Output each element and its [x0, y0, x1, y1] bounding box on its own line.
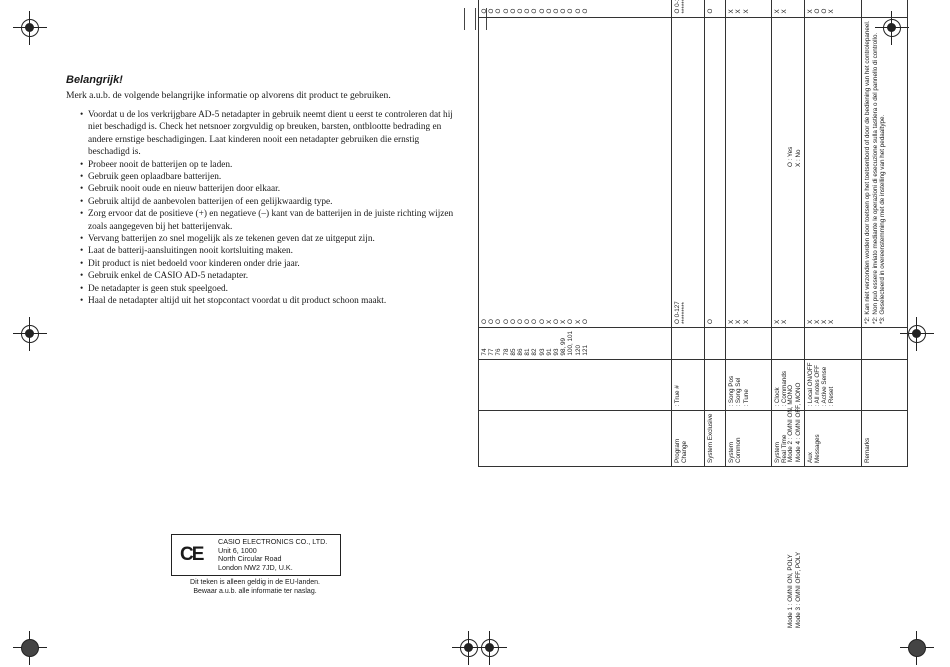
midi-table-cell: O 0-127 ********* — [671, 17, 705, 328]
midi-table-cell: Remarks — [861, 410, 908, 467]
warning-item: Zorg ervoor dat de positieve (+) en nega… — [80, 208, 461, 233]
midi-table-cell — [704, 359, 726, 411]
mode-legend: Mode 1 : OMNI ON, POLY Mode 3 : OMNI OFF… — [787, 468, 827, 628]
mode-line: Mode 2 : OMNI ON, MONO — [787, 385, 794, 462]
midi-table-cell: O O O O O O O O O X O X O X O — [478, 17, 672, 328]
crop-mark — [475, 8, 476, 30]
warning-item: Voordat u de los verkrijgbare AD-5 netad… — [80, 109, 461, 159]
safety-notice: Belangrijk! Merk a.u.b. de volgende bela… — [66, 74, 461, 308]
mode-line: Mode 1 : OMNI ON, POLY — [787, 554, 794, 628]
warning-item: Dit product is niet bedoeld voor kindere… — [80, 258, 461, 271]
ce-mark-icon: CE — [180, 544, 204, 565]
midi-table-cell — [478, 410, 672, 467]
warning-item: Gebruik altijd de aanbevolen batterijen … — [80, 196, 461, 209]
midi-table-cell: X X — [771, 0, 805, 18]
midi-table-cell — [861, 359, 908, 411]
midi-table-cell: : True # — [671, 359, 705, 411]
midi-table-cell: X X X — [725, 17, 772, 328]
address-line: North Circular Road — [218, 554, 282, 564]
intro-text: Merk a.u.b. de volgende belangrijke info… — [66, 90, 391, 101]
page-title: Belangrijk! — [66, 74, 123, 86]
mode-line: Mode 4 : OMNI OFF, MONO — [795, 382, 802, 462]
midi-table-row: 74 77 76 78 85 86 81 82 93 91 93 98, 99 … — [478, 0, 672, 467]
address-line: Unit 6, 1000 — [218, 545, 257, 555]
legend-line: O : Yes — [787, 146, 794, 167]
manufacturer-address: CASIO ELECTRONICS CO., LTD. Unit 6, 1000… — [218, 537, 328, 572]
midi-table-row: Program Change: True # O 0-127 *********O… — [671, 0, 705, 467]
registration-mark-top-right — [875, 11, 909, 45]
registration-mark-left-mid — [13, 317, 47, 351]
midi-table-cell: O O O O O O O O O O O O O O O — [478, 0, 672, 18]
midi-table-cell: X X X X — [804, 17, 862, 328]
midi-table-cell: 74 77 76 78 85 86 81 82 93 91 93 98, 99 … — [478, 327, 672, 360]
midi-implementation-chart: 74 77 76 78 85 86 81 82 93 91 93 98, 99 … — [478, 0, 908, 467]
warning-item: Gebruik nooit oude en nieuw batterijen d… — [80, 183, 461, 196]
midi-table: 74 77 76 78 85 86 81 82 93 91 93 98, 99 … — [478, 0, 908, 467]
warning-item: De netadapter is geen stuk speelgoed. — [80, 283, 461, 296]
warning-item: Gebruik enkel de CASIO AD-5 netadapter. — [80, 270, 461, 283]
midi-table-cell: O 0-127 ********* — [671, 0, 705, 18]
warning-item: Vervang batterijen zo snel mogelijk als … — [80, 233, 461, 246]
manufacturer-box: CE CASIO ELECTRONICS CO., LTD. Unit 6, 1… — [171, 534, 341, 576]
yes-no-legend: O : Yes X : No — [787, 127, 827, 167]
address-line: London NW2 7JD, U.K. — [218, 562, 293, 572]
warning-item: Probeer nooit de batterijen op te laden. — [80, 159, 461, 172]
warning-item: Laat de batterij-aansluitingen nooit kor… — [80, 245, 461, 258]
midi-table-cell: X O O X — [804, 0, 862, 18]
midi-table-cell — [861, 327, 908, 360]
midi-table-cell — [704, 327, 726, 360]
warning-list: Voordat u de los verkrijgbare AD-5 netad… — [80, 109, 461, 308]
address-line: CASIO ELECTRONICS CO., LTD. — [218, 537, 328, 546]
registration-mark-right-mid — [900, 317, 934, 351]
midi-table-cell: : Song Pos : Song Sel : Tune — [725, 359, 772, 411]
legend-line: X : No — [795, 149, 802, 168]
ce-note-line: Dit teken is alleen geldig in de EU-land… — [190, 579, 320, 586]
ce-note-line: Bewaar a.u.b. alle informatie ter naslag… — [193, 588, 317, 595]
midi-table-cell — [861, 0, 908, 18]
ce-note: Dit teken is alleen geldig in de EU-land… — [160, 578, 350, 596]
midi-table-cell: X X — [771, 17, 805, 328]
midi-table-cell — [725, 327, 772, 360]
crop-mark — [464, 8, 465, 30]
midi-table-row: Remarks *2: Kan niet verzonden worden doo… — [861, 0, 908, 467]
midi-table-cell: X X X — [725, 0, 772, 18]
midi-table-cell: Program Change — [671, 410, 705, 467]
midi-table-cell: System Common — [725, 410, 772, 467]
registration-mark-bottom-center-right — [473, 631, 507, 665]
crop-mark — [486, 8, 487, 30]
mode-legend: Mode 2 : OMNI ON, MONO Mode 4 : OMNI OFF… — [787, 322, 827, 462]
registration-mark-bottom-center-left — [452, 631, 486, 665]
mode-line: Mode 3 : OMNI OFF, POLY — [795, 551, 802, 628]
registration-mark-bottom-right — [900, 631, 934, 665]
registration-mark-top-left — [13, 11, 47, 45]
warning-item: Gebruik geen oplaadbare batterijen. — [80, 171, 461, 184]
midi-table-cell: O — [704, 17, 726, 328]
midi-table-cell: System Exclusive — [704, 410, 726, 467]
warning-item: Haal de netadapter altijd uit het stopco… — [80, 295, 461, 308]
midi-table-cell — [478, 359, 672, 411]
midi-table-cell — [671, 327, 705, 360]
registration-mark-bottom-left — [13, 631, 47, 665]
midi-table-row: System Common: Song Pos : Song Sel : Tun… — [725, 0, 772, 467]
midi-table-cell: *2: Kan niet verzonden worden door toets… — [861, 17, 908, 328]
midi-table-cell: O — [704, 0, 726, 18]
